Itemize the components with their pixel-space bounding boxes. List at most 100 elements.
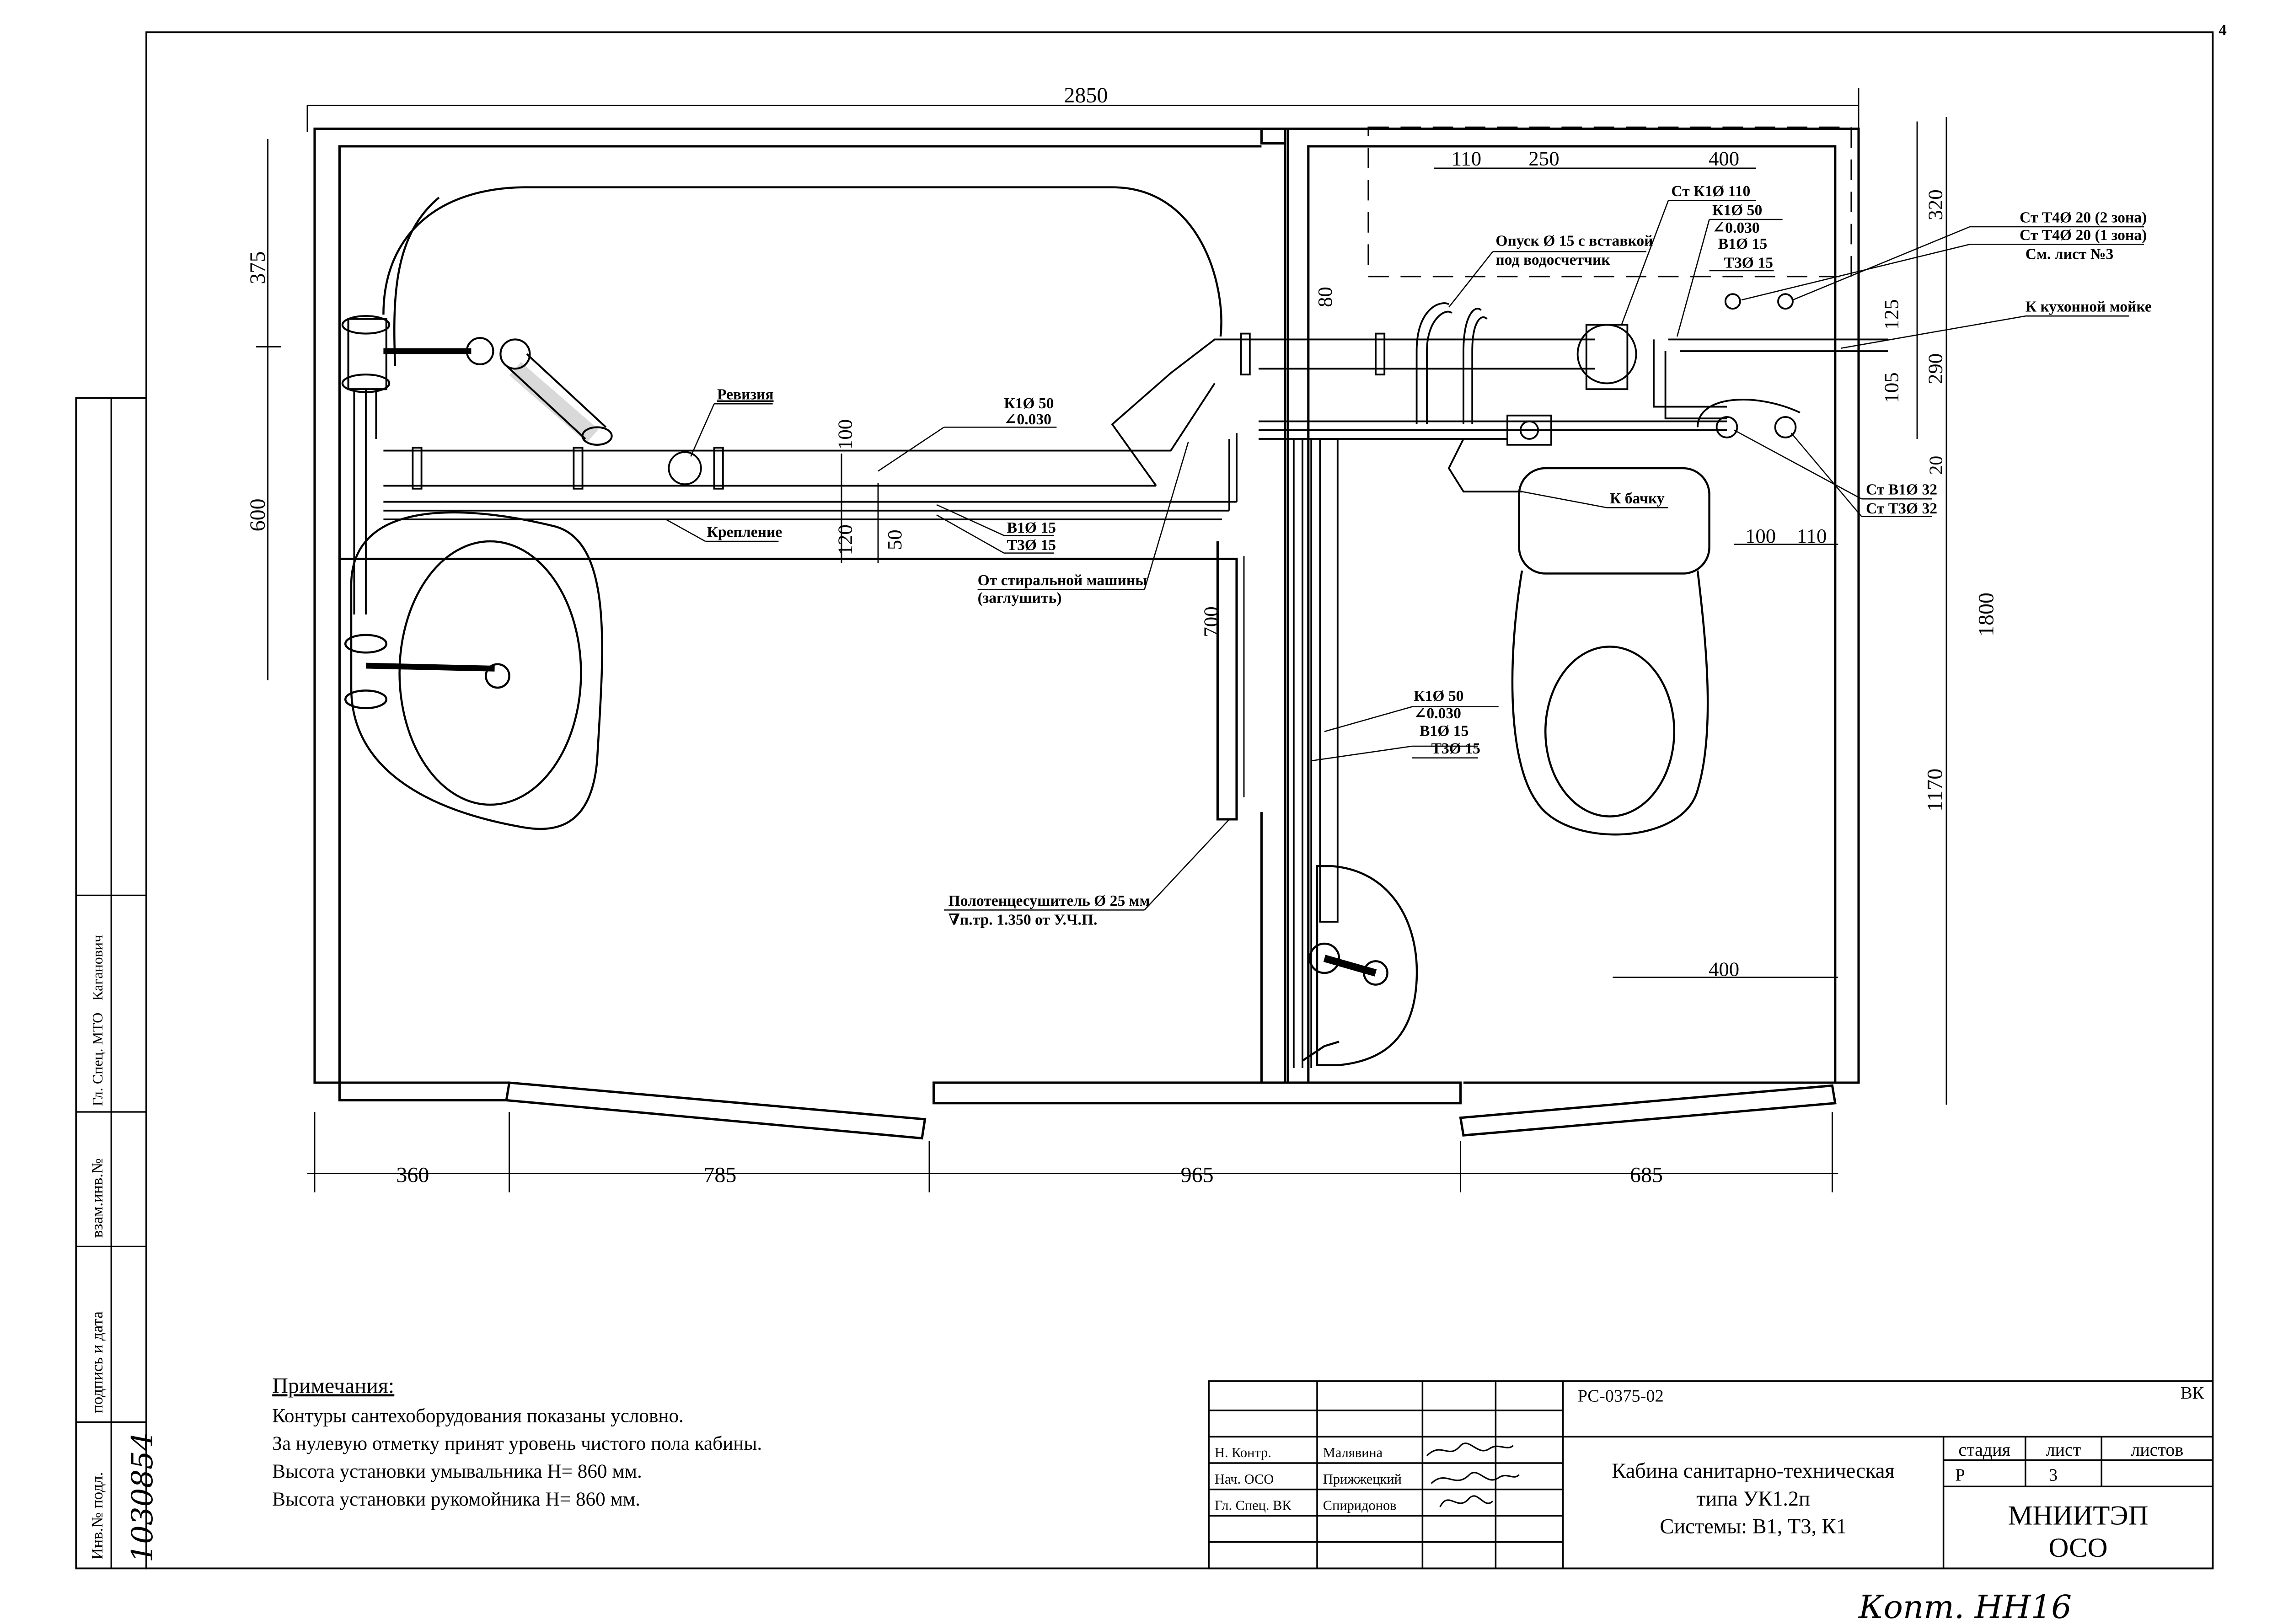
notes-line-2: За нулевую отметку принят уровень чистог… [272,1433,762,1454]
tb-title-1: Кабина санитарно-техническая [1612,1459,1894,1483]
bath-pipes [353,332,1595,614]
dim-700: 700 [1199,606,1222,637]
label-see-sheet: См. лист №3 [2026,246,2114,262]
notes-block: Примечания: Контуры сантехоборудования п… [272,1373,762,1510]
notes-line-3: Высота установки умывальника Н= 860 мм. [272,1461,642,1482]
dim-600: 600 [246,498,270,531]
leader-lines [665,200,2144,911]
label-st-t4-zone1: Ст Т4Ø 20 (1 зона) [2020,227,2147,244]
notes-line-1: Контуры сантехоборудования показаны усло… [272,1405,684,1426]
dimension-lines [256,88,1947,1192]
wc-pipes [1259,293,1888,1068]
label-k1-50-bath: К1Ø 50 [1004,395,1054,412]
tb-role-1: Н. Контр. [1215,1445,1271,1460]
dim-wc-400: 400 [1709,957,1739,980]
side-label-inv-podl: Инв.№ подл. [88,1472,106,1560]
tb-title-2: типа УК1.2п [1696,1487,1810,1511]
dim-1170: 1170 [1923,769,1947,812]
dim-125: 125 [1880,299,1902,330]
dim-80: 80 [1313,287,1336,307]
tb-stage-value: Р [1955,1465,1965,1485]
tb-stage-header: стадия [1958,1439,2010,1460]
side-label-kaganovich: Каганович [89,935,106,1001]
label-t3-15-mid: Т3Ø 15 [1431,740,1480,757]
dim-1800: 1800 [1974,593,1998,636]
label-t3-15-bath: Т3Ø 15 [1007,537,1056,554]
label-fastening: Крепление [707,524,782,540]
dim-wc-100: 100 [1745,524,1776,547]
bath-mixer [341,315,613,446]
dim-bottom-965: 965 [1181,1163,1214,1187]
tb-name-2: Прижжецкий [1323,1471,1402,1487]
tb-mark: ВК [2181,1384,2204,1403]
label-washer-1: От стиральной машины [978,572,1147,589]
tb-sheet-value: 3 [2049,1465,2058,1485]
side-handwritten-number: 1030854 [126,1432,160,1563]
dim-290: 290 [1924,353,1946,384]
dim-bottom-685: 685 [1630,1163,1663,1187]
label-b1-15-mid: В1Ø 15 [1420,723,1468,740]
label-revision: Ревизия [717,386,774,403]
label-b1-15-top: В1Ø 15 [1718,235,1767,252]
label-towel-1: Полотенцесушитель Ø 25 мм [949,892,1150,909]
label-towel-2: ∇п.тр. 1.350 от У.Ч.П. [949,911,1098,928]
tb-sheet-header: лист [2046,1439,2081,1460]
tb-role-2: Нач. ОСО [1215,1471,1274,1487]
dim-20: 20 [1925,456,1946,475]
dim-320: 320 [1924,189,1946,220]
label-washer-2: (заглушить) [978,589,1062,606]
tb-name-3: Спиридонов [1323,1497,1397,1513]
side-label-vzam-inv: взам.инв.№ [88,1158,106,1238]
title-block-grid [1208,1380,2214,1570]
label-b1-15-bath: В1Ø 15 [1007,519,1056,536]
label-t3-15-top: Т3Ø 15 [1724,255,1773,272]
dim-bottom-785: 785 [703,1163,736,1187]
dim-wc-110: 110 [1797,524,1827,547]
kitchen-zone-dashed [1367,126,1852,278]
tb-org-1: МНИИТЭП [2008,1500,2149,1531]
label-slope-bath: ∠0.030 [1004,411,1051,428]
label-to-tank: К бачку [1610,490,1665,507]
dim-50: 50 [883,529,906,550]
hand-basin [1302,865,1418,1066]
bathtub [382,186,1222,366]
callout-texts: Ревизия Крепление К1Ø 50 ∠0.030 В1Ø 15 Т… [707,183,2152,929]
side-label-signature-date: подпись и дата [88,1311,106,1413]
dim-105: 105 [1880,372,1902,403]
label-drop-1: Опуск Ø 15 с вставкой [1495,233,1653,250]
side-label-gl-spec-mto: Гл. Спец. МТО [89,1013,106,1106]
label-k1-50-mid: К1Ø 50 [1414,688,1463,705]
label-k1-50-top: К1Ø 50 [1712,202,1762,219]
label-st-k1-110: Ст К1Ø 110 [1671,183,1750,200]
label-slope-top: ∠0.030 [1712,219,1760,236]
tb-org-2: ОСО [2048,1533,2107,1563]
sheet-corner-number: 4 [2219,21,2227,39]
title-block-text: РС-0375-02 ВК Н. Контр. Малявина Нач. ОС… [1215,1384,2204,1563]
dim-top-110: 110 [1452,147,1482,170]
label-st-t4-zone2: Ст Т4Ø 20 (2 зона) [2020,209,2147,226]
dim-top-250: 250 [1528,147,1559,170]
dim-top-400: 400 [1709,147,1739,170]
wc-toilet [1511,467,1710,836]
tb-name-1: Малявина [1323,1445,1383,1460]
label-slope-mid: ∠0.030 [1414,705,1461,722]
label-kitchen-sink: К кухонной мойке [2026,299,2152,315]
label-st-t3-32: Ст Т3Ø 32 [1866,500,1937,517]
dim-overall-width: 2850 [1064,83,1108,107]
cabin-walls [313,128,1860,1140]
label-drop-2: под водосчетчик [1495,251,1610,268]
sheet-frame [75,31,2214,1570]
dim-375: 375 [246,251,270,284]
notes-line-4: Высота установки рукомойника Н= 860 мм. [272,1489,640,1510]
tb-role-3: Гл. Спец. ВК [1215,1497,1292,1513]
dim-bottom-360: 360 [396,1163,429,1187]
washbasin [344,511,603,830]
signature-scribbles [1426,1442,1520,1507]
notes-title: Примечания: [272,1373,394,1398]
tb-title-3: Системы: В1, Т3, К1 [1660,1515,1846,1539]
tb-sheets-header: листов [2131,1439,2183,1460]
dim-120: 120 [833,524,856,555]
dim-100: 100 [833,419,856,450]
handwritten-bottom-note: Копт. НН16 [1858,1588,2072,1624]
